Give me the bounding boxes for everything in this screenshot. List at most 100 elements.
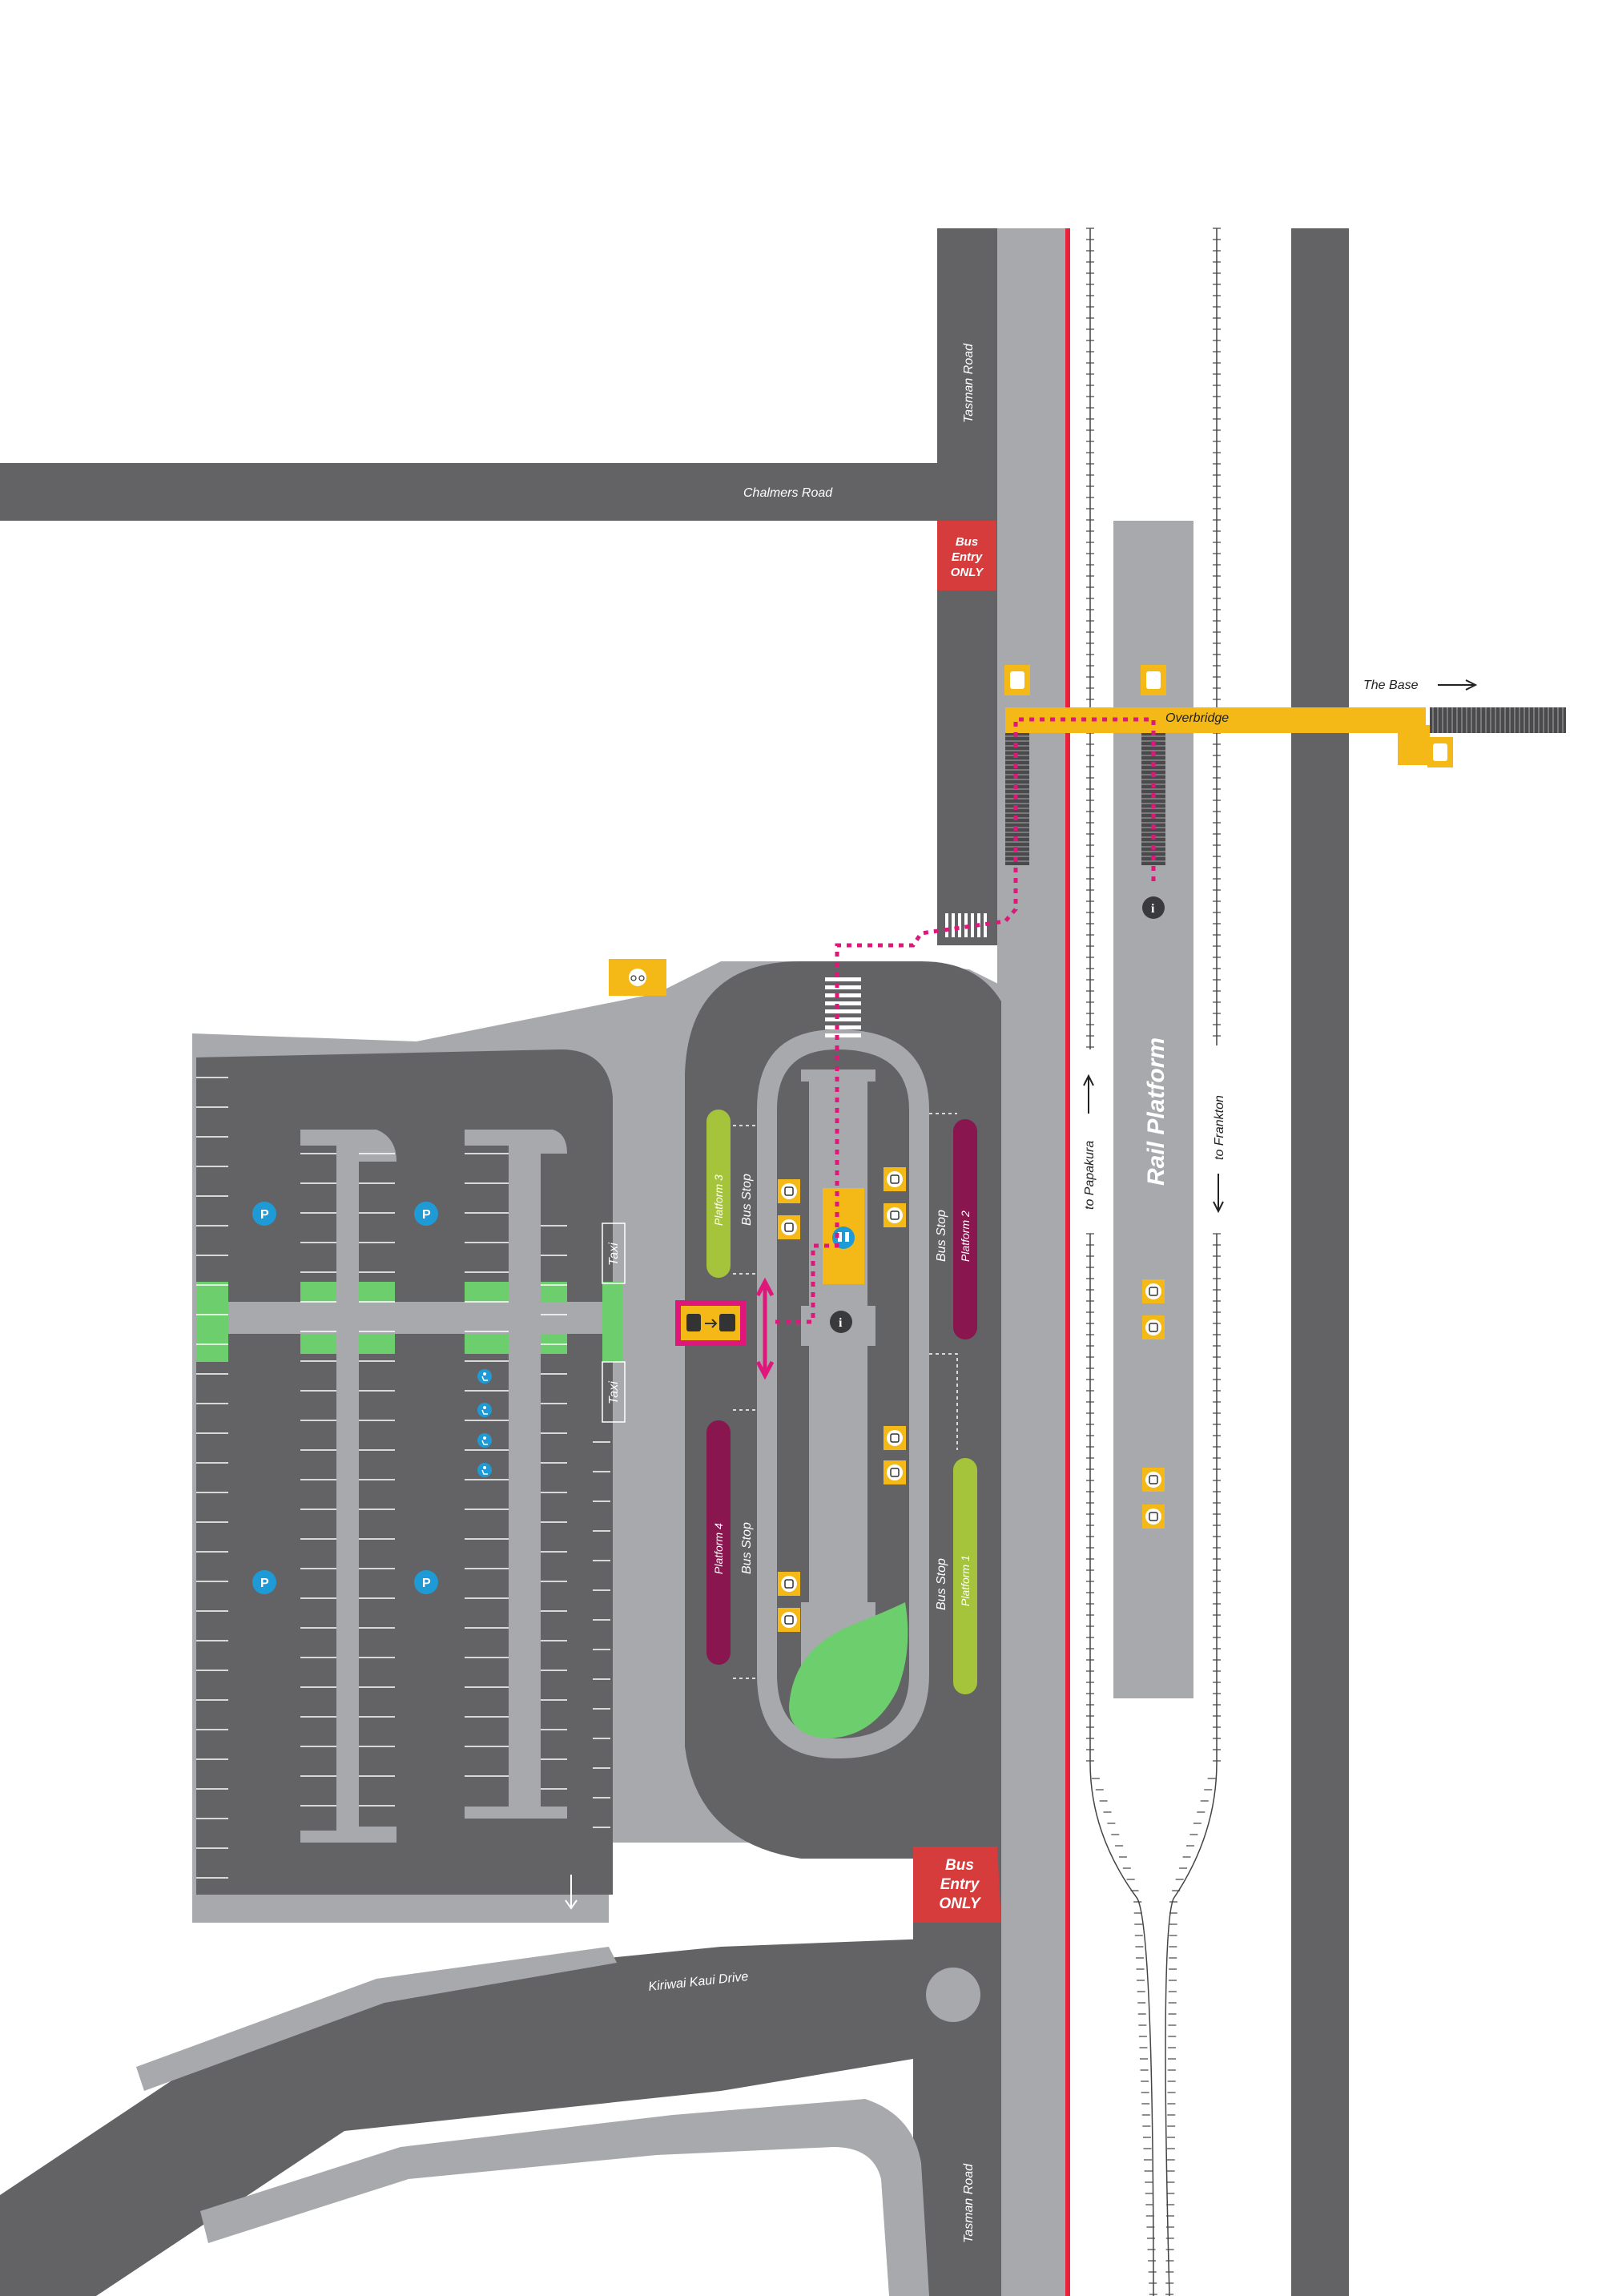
rail-line bbox=[1089, 1762, 1154, 2296]
lift-icon bbox=[1004, 665, 1030, 695]
bus-interchange: Platform 3 Platform 4 Platform 2 Platfor… bbox=[609, 896, 1165, 1758]
pedestrian-route bbox=[775, 717, 1156, 1324]
svg-text:P: P bbox=[260, 1577, 269, 1590]
to-papakura-label: to Papakura bbox=[1083, 1141, 1097, 1210]
overbridge-label: Overbridge bbox=[1165, 711, 1229, 725]
tasman-road-label: Tasman Road bbox=[962, 343, 976, 423]
bus-stop-icon-disc bbox=[781, 1576, 797, 1592]
svg-text:P: P bbox=[422, 1208, 431, 1222]
bicycle-parking-icon bbox=[609, 959, 666, 996]
eastern-road bbox=[1291, 228, 1349, 2296]
svg-text:P: P bbox=[260, 1208, 269, 1222]
concourse-left-strip-lower bbox=[801, 1346, 809, 1602]
crossing-stripe bbox=[825, 985, 861, 989]
platform-2-label: Platform 2 bbox=[959, 1210, 972, 1262]
lift-icon bbox=[1427, 737, 1453, 767]
bus-stop-icon-disc bbox=[1145, 1319, 1161, 1335]
median-1 bbox=[300, 1130, 396, 1843]
concourse-left-strip bbox=[801, 1082, 809, 1306]
crossing-stripe bbox=[984, 913, 987, 937]
bus-stop-icon bbox=[884, 1460, 906, 1484]
crossing-stripe bbox=[945, 913, 948, 937]
rail bbox=[1005, 228, 1566, 2296]
crossing-stripe bbox=[971, 913, 974, 937]
platform-4 bbox=[706, 1420, 731, 1665]
right-arrow-icon bbox=[1438, 679, 1478, 691]
platform-3 bbox=[706, 1110, 731, 1278]
taxi-bay bbox=[602, 1361, 626, 1423]
bus-entry-text: Entry bbox=[940, 1876, 980, 1893]
bus-entry-text: Bus bbox=[956, 535, 978, 549]
bus-stop-markings bbox=[733, 1113, 958, 1679]
bus-stop-icon bbox=[778, 1572, 800, 1596]
tasman-road-label: Tasman Road bbox=[962, 2163, 976, 2243]
taxi-label: Taxi bbox=[607, 1381, 621, 1404]
bus-stop-icon-disc bbox=[781, 1219, 797, 1235]
bus-stop-icon bbox=[884, 1203, 906, 1227]
accessible-parking-icon bbox=[477, 1403, 492, 1417]
platform-stairs bbox=[1141, 733, 1165, 865]
bus-entry-text: Bus bbox=[945, 1857, 974, 1874]
overbridge-stair-landing bbox=[1398, 725, 1430, 765]
garden bbox=[789, 1602, 908, 1738]
crossing-stripe bbox=[825, 1033, 861, 1037]
bus-stop-label: Bus Stop bbox=[935, 1210, 948, 1262]
bus-stop-icon-disc bbox=[1145, 1283, 1161, 1299]
slip-road-pavement bbox=[136, 1947, 617, 2091]
bus-stop-icon bbox=[884, 1167, 906, 1191]
bus-stop-icon-disc bbox=[887, 1207, 903, 1223]
rail-track-papakura bbox=[1086, 228, 1157, 2296]
bus-stop-label: Bus Stop bbox=[935, 1558, 948, 1610]
bus-stop-icon-disc bbox=[1145, 1509, 1161, 1525]
parking-icon: P bbox=[414, 1202, 438, 1226]
central-concourse bbox=[801, 1069, 875, 1718]
bus-stop-icon-disc bbox=[1145, 1472, 1161, 1488]
bus-stop-icon-glyph bbox=[890, 1210, 900, 1220]
bus-stop-icon-disc bbox=[781, 1612, 797, 1628]
crossing-stripe bbox=[958, 913, 961, 937]
rail-bus-transfer-icon bbox=[675, 1300, 746, 1346]
concourse-right-strip-lower bbox=[867, 1346, 875, 1602]
tasman-road-east-lane bbox=[997, 228, 1065, 2296]
platform-4-label: Platform 4 bbox=[712, 1523, 725, 1574]
bus-entry-text: ONLY bbox=[939, 1895, 982, 1912]
the-base-label: The Base bbox=[1363, 679, 1419, 692]
bus-stop-icon bbox=[1142, 1504, 1165, 1529]
bus-stop-icon-disc bbox=[887, 1171, 903, 1187]
accessible-parking-icon bbox=[477, 1433, 492, 1448]
platform-1 bbox=[953, 1458, 977, 1694]
bus-entry-text: ONLY bbox=[951, 566, 985, 579]
bus-stop-icon bbox=[1142, 1279, 1165, 1303]
bus-stop-icon-glyph bbox=[890, 1174, 900, 1184]
accessible-parking-icon bbox=[477, 1369, 492, 1384]
bus-stop-icon-glyph bbox=[890, 1468, 900, 1477]
crossing-stripe bbox=[825, 1025, 861, 1029]
bus-stop-icon-disc bbox=[887, 1430, 903, 1446]
parking-icon: P bbox=[252, 1202, 276, 1226]
bus-stop-icon bbox=[1142, 1315, 1165, 1339]
info-icon: i bbox=[1142, 896, 1165, 919]
bus-stop-icon-disc bbox=[781, 1183, 797, 1199]
up-arrow-icon bbox=[276, 1935, 291, 1968]
median-2 bbox=[465, 1130, 567, 1819]
roundabout bbox=[926, 1968, 980, 2022]
the-base-stairs bbox=[1430, 707, 1566, 733]
crossing-stripe bbox=[825, 1017, 861, 1021]
green-strip-right-end bbox=[602, 1282, 622, 1362]
up-down-arrow-icon bbox=[755, 1277, 775, 1380]
bus-stop-icon-glyph bbox=[784, 1186, 794, 1196]
crossing-stripe bbox=[825, 1001, 861, 1005]
rail-track-frankton bbox=[1165, 228, 1221, 2296]
info-icon: i bbox=[830, 1311, 852, 1333]
taxi-bay bbox=[602, 1223, 626, 1284]
bus-stop-icon-glyph bbox=[1149, 1287, 1158, 1296]
platform-2 bbox=[953, 1119, 977, 1339]
bus-stop-icon bbox=[1142, 1468, 1165, 1492]
bus-entry-sign-north: Bus Entry ONLY bbox=[937, 521, 996, 590]
accessible-parking-icon bbox=[477, 1463, 492, 1477]
bus-entry-sign-south: Bus Entry ONLY bbox=[913, 1847, 1001, 1923]
parking-bay-lines bbox=[196, 1077, 610, 1879]
concourse-right-strip bbox=[867, 1082, 875, 1306]
parking-icon: P bbox=[414, 1570, 438, 1594]
